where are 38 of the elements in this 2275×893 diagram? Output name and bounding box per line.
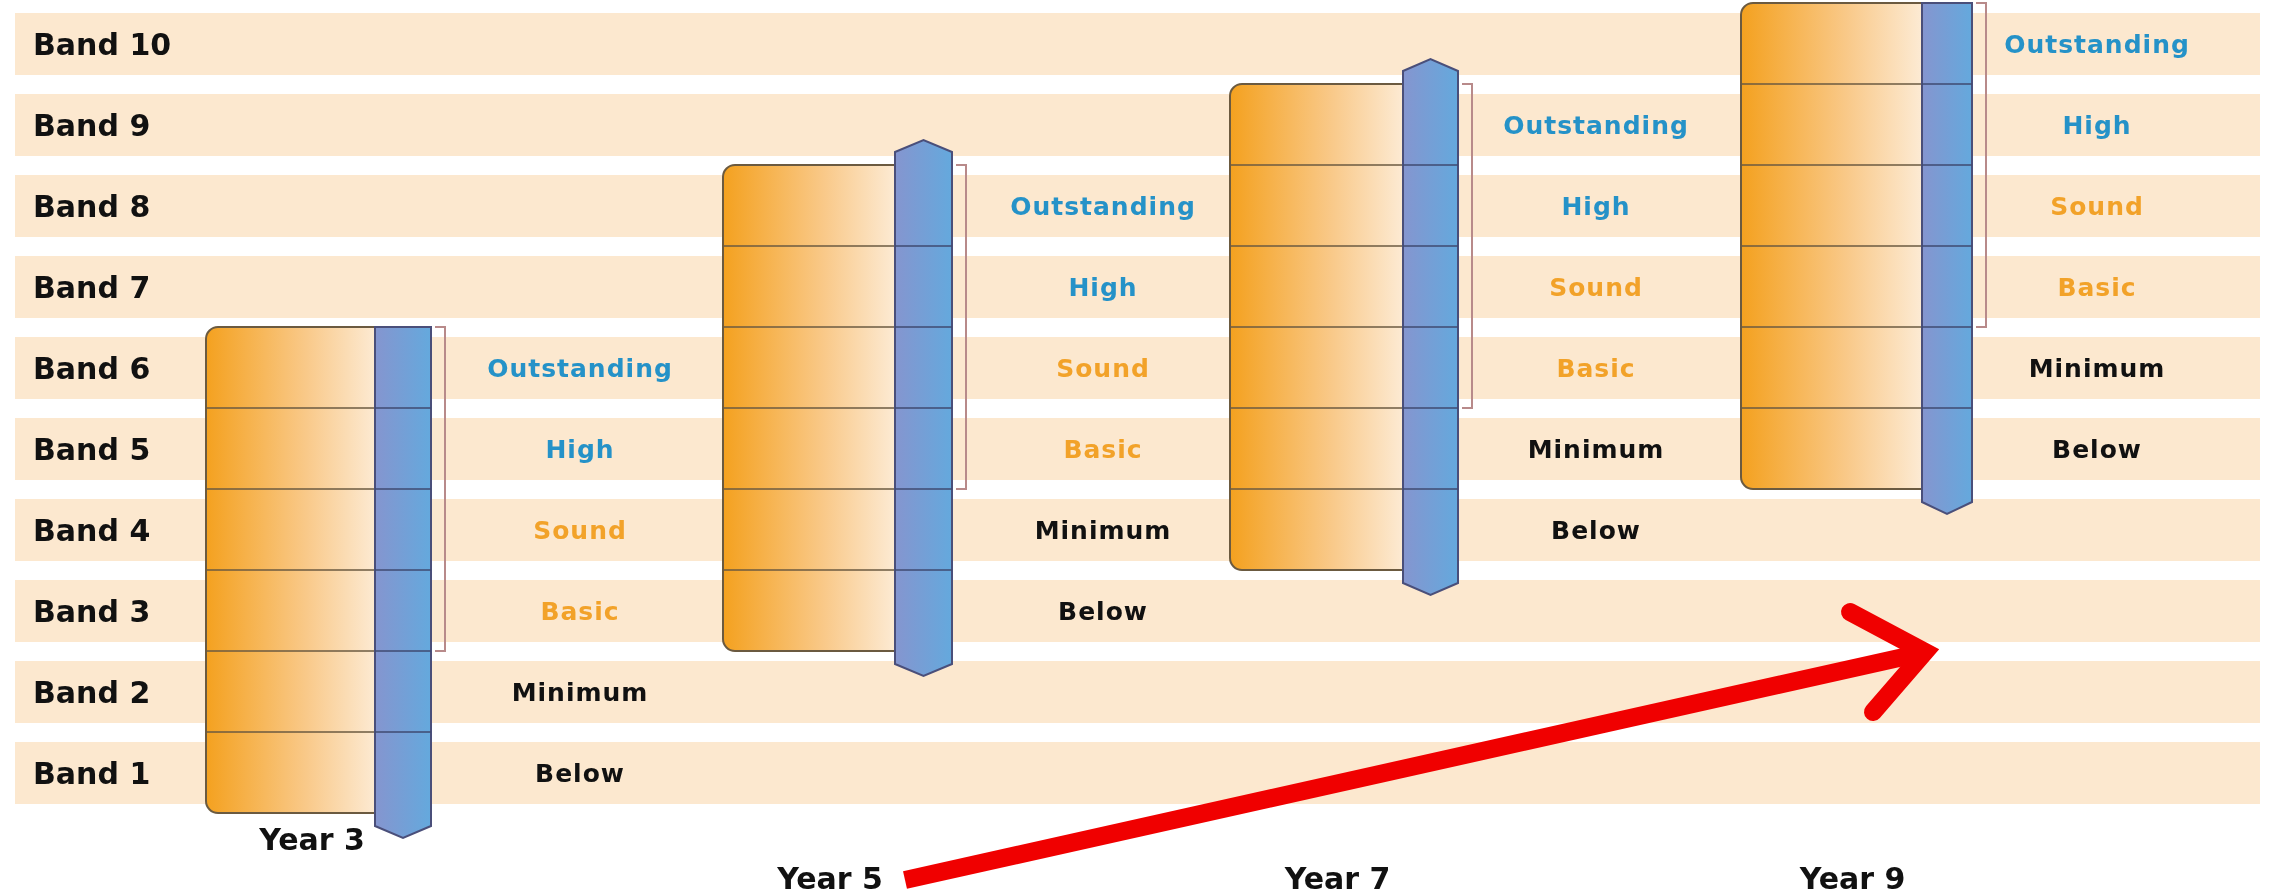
level-label: Minimum xyxy=(2028,353,2166,382)
level-label: Basic xyxy=(1556,353,1636,382)
level-label: Outstanding xyxy=(2004,29,2190,58)
year-label: Year 3 xyxy=(259,821,365,857)
level-label: Basic xyxy=(1063,434,1143,463)
level-label: Outstanding xyxy=(487,353,673,382)
band-label: Band 9 xyxy=(33,107,151,142)
level-label: Below xyxy=(1058,596,1148,625)
band-label: Band 7 xyxy=(33,269,151,304)
level-label: High xyxy=(545,434,615,463)
band-label: Band 5 xyxy=(33,431,151,466)
band-label: Band 2 xyxy=(33,674,151,709)
level-label: Minimum xyxy=(511,677,649,706)
level-label: Minimum xyxy=(1527,434,1665,463)
year-label: Year 5 xyxy=(777,860,883,893)
level-label: Minimum xyxy=(1034,515,1172,544)
level-label: Outstanding xyxy=(1010,191,1196,220)
level-label: Below xyxy=(535,758,625,787)
level-label: Below xyxy=(1551,515,1641,544)
year-label: Year 9 xyxy=(1799,860,1906,893)
level-label: Basic xyxy=(540,596,620,625)
band-label: Band 6 xyxy=(33,350,151,385)
band-label: Band 3 xyxy=(33,593,151,628)
level-label: Sound xyxy=(533,515,627,544)
level-label: High xyxy=(1068,272,1138,301)
band-label: Band 8 xyxy=(33,188,151,223)
level-label: Outstanding xyxy=(1503,110,1689,139)
level-label: Sound xyxy=(1549,272,1643,301)
level-label: High xyxy=(2062,110,2132,139)
level-label: Sound xyxy=(2050,191,2144,220)
level-label: High xyxy=(1561,191,1631,220)
band-label: Band 4 xyxy=(33,512,151,547)
year-label: Year 7 xyxy=(1284,860,1391,893)
level-label: Basic xyxy=(2057,272,2137,301)
level-label: Below xyxy=(2052,434,2142,463)
level-label: Sound xyxy=(1056,353,1150,382)
band-label: Band 10 xyxy=(33,26,172,61)
band-label: Band 1 xyxy=(33,755,151,790)
